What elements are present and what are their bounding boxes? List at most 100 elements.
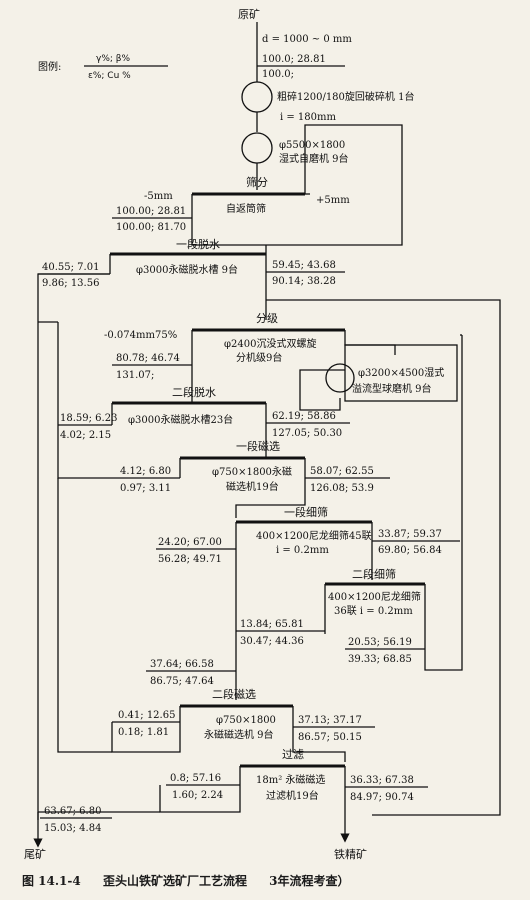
fine2-over-return-line [424, 335, 463, 671]
mag1-line1: φ750×1800永磁 [212, 465, 292, 478]
filter-right-top: 36.33; 67.38 [350, 775, 414, 786]
tailings-name: 尾矿 [24, 848, 46, 861]
classifying-overflow: -0.074mm75% [104, 330, 177, 341]
tail-join-4 [57, 478, 112, 753]
fine1-node: 一段细筛 400×1200尼龙细筛45联 i = 0.2mm 24.20; 67… [156, 505, 460, 665]
ball-mill-line2: 溢流型球磨机 9台 [352, 382, 432, 395]
classifying-title: 分级 [256, 312, 278, 325]
fine2-left-bottom: 30.47; 44.36 [240, 636, 304, 647]
fine2-title: 二段细筛 [352, 567, 396, 581]
filter-node: 过滤 18m² 永磁磁选 过滤机19台 0.8; 57.16 1.60; 2.2… [159, 748, 428, 843]
filter-left-bottom: 1.60; 2.24 [172, 790, 223, 801]
concentrate-name: 铁精矿 [334, 848, 367, 861]
mag2-right-top: 37.13; 37.17 [298, 715, 362, 726]
fine2-node: 二段细筛 400×1200尼龙细筛 36联 i = 0.2mm 13.84; 6… [236, 335, 463, 671]
mag1-right-top: 58.07; 62.55 [310, 466, 374, 477]
screening-node: 筛分 自返筒筛 -5mm +5mm 100.00; 28.81 100.00; … [112, 124, 403, 246]
ball-mill-node: φ3200×4500湿式 溢流型球磨机 9台 [325, 344, 458, 402]
ag-mill-circle [241, 132, 273, 164]
filter-line1: 18m² 永磁磁选 [256, 773, 325, 786]
dewater1-title: 一段脱水 [176, 237, 220, 251]
classifying-left-bottom: 131.07; [116, 370, 154, 381]
ball-mill-return-line [299, 369, 345, 411]
mag1-left-top: 4.12; 6.80 [120, 466, 171, 477]
dewater2-title: 二段脱水 [172, 385, 216, 399]
fine2-right-bottom: 39.33; 68.85 [348, 654, 412, 665]
mag1-node: 一段磁选 φ750×1800永磁 磁选机19台 4.12; 6.80 0.97;… [116, 439, 390, 518]
screening-equipment: 自返筒筛 [226, 202, 266, 215]
right-return-line [266, 299, 501, 816]
mag1-left-bottom: 0.97; 3.11 [120, 483, 171, 494]
mag2-title: 二段磁选 [212, 687, 256, 701]
dewater2-left-bottom: 4.02; 2.15 [60, 430, 111, 441]
dewater1-right-bottom: 90.14; 38.28 [272, 276, 336, 287]
caption-note: 3年流程考查） [269, 874, 350, 888]
combined-bottom: 86.75; 47.64 [150, 676, 214, 687]
feed-node: 原矿 d = 1000 ~ 0 mm 100.0; 28.81 100.0; [238, 8, 352, 82]
mag1-title: 一段磁选 [236, 439, 280, 453]
dewater1-right-top: 59.45; 43.68 [272, 260, 336, 271]
dewater1-node: 一段脱水 φ3000永磁脱水槽 9台 40.55; 7.01 9.86; 13.… [38, 237, 345, 320]
dewater2-node: 二段脱水 φ3000永磁脱水槽23台 18.59; 6.23 4.02; 2.1… [58, 385, 350, 455]
mag2-line2: 永磁磁选机 9台 [204, 728, 274, 741]
ball-mill-circle [325, 363, 355, 393]
right-return-loop [266, 299, 501, 816]
filter-right-bottom: 84.97; 90.74 [350, 792, 414, 803]
mag1-conc-line [235, 458, 306, 518]
dewater1-left-top: 40.55; 7.01 [42, 262, 99, 273]
caption-number: 图 14.1-4 [22, 874, 81, 888]
legend: 图例: γ%; β% ε%; Cu % [38, 54, 168, 81]
mag2-line1: φ750×1800 [216, 715, 276, 726]
combined-node: 37.64; 66.58 86.75; 47.64 [146, 659, 237, 700]
ball-mill-box [344, 344, 458, 402]
fine1-right-bottom: 69.80; 56.84 [378, 545, 442, 556]
fine1-line2: i = 0.2mm [276, 545, 329, 556]
oversize-return-line [266, 124, 403, 246]
filter-title: 过滤 [282, 748, 304, 761]
legend-bottom: ε%; Cu % [88, 71, 131, 81]
crusher-label: 粗碎1200/180旋回破碎机 1台 [277, 90, 414, 103]
crusher-size: i = 180mm [280, 112, 337, 123]
screening-values-top: 100.00; 28.81 [116, 206, 186, 217]
classifying-line2: 分机级9台 [236, 351, 282, 364]
figure-caption: 图 14.1-4 歪头山铁矿选矿厂工艺流程 3年流程考查） [22, 872, 368, 889]
screening-undersize: -5mm [144, 191, 173, 202]
fine1-title: 一段细筛 [284, 505, 328, 519]
dewater2-right-top: 62.19; 58.86 [272, 411, 336, 422]
caption-title: 歪头山铁矿选矿厂工艺流程 [102, 874, 247, 888]
tailings-top: 63.67; 6.80 [44, 806, 101, 817]
filter-tail-line [159, 766, 241, 813]
screening-oversize: +5mm [316, 195, 350, 206]
mag2-conc-line [292, 706, 346, 762]
fine1-right-top: 33.87; 59.37 [378, 529, 442, 540]
sand-to-ball-mill-line [344, 330, 396, 355]
fine1-left-bottom: 56.28; 49.71 [158, 554, 222, 565]
fine2-line1: 400×1200尼龙细筛 [328, 590, 421, 603]
fine2-left-top: 13.84; 65.81 [240, 619, 304, 630]
dewater1-equipment: φ3000永磁脱水槽 9台 [136, 263, 238, 276]
ag-mill-line1: φ5500×1800 [279, 140, 345, 151]
fine1-line1: 400×1200尼龙细筛45联 [256, 529, 372, 542]
screening-values-bottom: 100.00; 81.70 [116, 222, 186, 233]
tailings-main-line [37, 273, 110, 820]
dewater2-equipment: φ3000永磁脱水槽23台 [128, 413, 233, 426]
ag-mill-node: φ5500×1800 湿式自磨机 9台 [241, 132, 349, 190]
mag2-right-bottom: 86.57; 50.15 [298, 732, 362, 743]
mag2-tail-line [111, 706, 181, 753]
classifying-left-top: 80.78; 46.74 [116, 353, 180, 364]
dewater2-left-top: 18.59; 6.23 [60, 413, 117, 424]
feed-size: d = 1000 ~ 0 mm [262, 34, 352, 45]
crusher-circle [241, 81, 273, 113]
feed-name: 原矿 [238, 8, 260, 21]
feed-values-bottom: 100.0; [262, 69, 294, 80]
filter-left-top: 0.8; 57.16 [170, 773, 221, 784]
legend-label: 图例: [38, 60, 61, 73]
fine1-left-top: 24.20; 67.00 [158, 537, 222, 548]
tailings-bottom: 15.03; 4.84 [44, 823, 101, 834]
mag2-node: 二段磁选 φ750×1800 永磁磁选机 9台 0.41; 12.65 0.18… [111, 687, 375, 762]
combined-top: 37.64; 66.58 [150, 659, 214, 670]
mag2-left-top: 0.41; 12.65 [118, 710, 175, 721]
crusher-node: 粗碎1200/180旋回破碎机 1台 i = 180mm [241, 81, 414, 132]
screen-to-dewater-line [191, 235, 266, 246]
